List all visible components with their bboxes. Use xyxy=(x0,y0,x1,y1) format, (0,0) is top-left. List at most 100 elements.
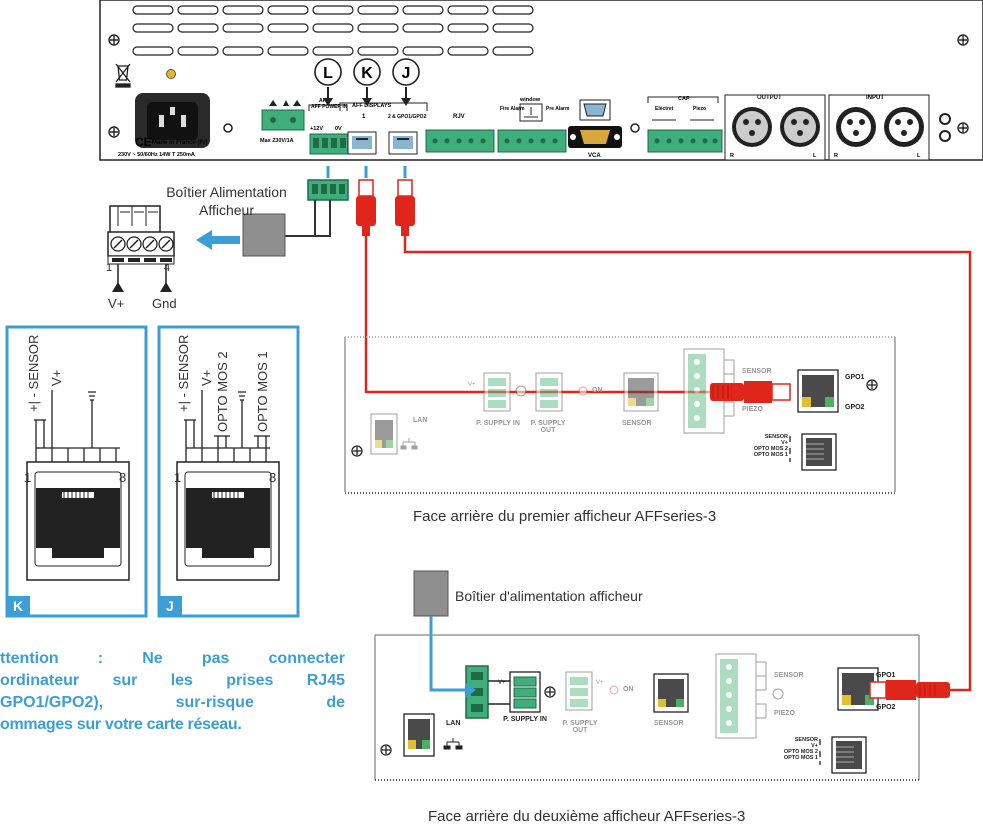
jack-k-pin-first: 1 xyxy=(24,470,32,485)
p1-sensor-label: SENSOR xyxy=(622,420,652,427)
ground-symbol-icon xyxy=(88,391,96,401)
vent-slots xyxy=(132,5,534,56)
jack-j-opto2-label: OPTO MOS 2 xyxy=(215,351,230,432)
red-rj45-plug-panel-2 xyxy=(869,680,950,700)
jack-k-sensor-text: SENSOR xyxy=(26,334,41,390)
p1-lan-label: LAN xyxy=(413,417,428,424)
p2-supply-in-label: P. SUPPLY IN xyxy=(503,716,547,723)
power-rating-label: 230V ~ 50/60Hz 14W T 250mA xyxy=(118,152,195,158)
xlr-input-r xyxy=(836,107,876,147)
vca-label: VCA xyxy=(588,153,601,159)
rj45-aff-display-2 xyxy=(388,131,418,155)
warning-line-1: ttention : Ne pas connecter xyxy=(0,650,345,667)
p2-legend-sensor: SENSOR xyxy=(794,737,818,743)
p1-legend-sensor: SENSOR xyxy=(764,434,788,440)
xlr-input-l xyxy=(884,107,924,147)
pin-12v-label: +12V xyxy=(310,126,323,132)
arrow-right-icon xyxy=(466,683,476,697)
pin-arrow-icons xyxy=(112,282,172,292)
aff-power-in: AFF AFF POWER IN +12V 0V xyxy=(308,98,349,155)
knob-icon-2 xyxy=(939,130,951,142)
jack-j-pin-first: 1 xyxy=(174,470,182,485)
badge-l: L xyxy=(314,58,342,106)
badge-j: J xyxy=(392,58,420,106)
red-cable-j xyxy=(403,226,972,692)
made-in-label: Made in France (Fr) xyxy=(152,140,207,146)
input-l-label: L xyxy=(917,153,921,159)
input-label: INPUT xyxy=(866,95,884,101)
jack-j-sensor-text: SENSOR xyxy=(176,334,191,390)
badge-k-letter: K xyxy=(361,65,373,82)
power-box-top xyxy=(242,213,286,257)
arrow-left-icon xyxy=(196,230,212,250)
power-box-top-label-line2: Afficheur xyxy=(199,202,254,218)
p1-supply-in-label: P. SUPPLY IN xyxy=(476,420,520,427)
red-rj45-plug-k xyxy=(356,179,376,236)
aff-display-port-2-label: 2 & GPO1/GPO2 xyxy=(388,114,427,120)
jack-j-opto1-label: OPTO MOS 1 xyxy=(255,351,270,432)
p1-on-label: ON xyxy=(592,387,603,394)
p1-legend-vplus: V+ xyxy=(781,440,788,446)
led-indicator-icon xyxy=(166,69,176,79)
rj45-aff-display-1 xyxy=(347,131,377,155)
xlr-output-r xyxy=(732,107,772,147)
red-cable-k xyxy=(364,236,736,394)
fire-alarm-label: Fire Alarm xyxy=(500,106,525,112)
cap-label: CAP xyxy=(678,96,690,102)
relay-max-label: Max 230V/1A xyxy=(260,138,294,144)
p2-legend-opto1: OPTO MOS 1 xyxy=(783,755,818,761)
ground-stud-icon xyxy=(223,123,233,133)
terminal-gnd: Gnd xyxy=(152,296,177,311)
jack-k xyxy=(5,325,148,618)
ground-symbol-icon-j xyxy=(238,391,246,401)
p1-gpo1-label: GPO1 xyxy=(845,374,865,381)
p1-supply-out-label: P. SUPPLY OUT xyxy=(530,420,566,434)
terminal-v-plus: V+ xyxy=(108,296,125,311)
aff-power-label-1: AFF xyxy=(319,98,329,104)
warning-line-2: ordinateur sur les prises RJ45 xyxy=(0,672,345,689)
p2-gpo2-label: GPO2 xyxy=(876,704,896,711)
p2-gpo1-label: GPO1 xyxy=(876,672,896,679)
xlr-output-l xyxy=(780,107,820,147)
relay-terminal: Max 230V/1A xyxy=(260,100,305,144)
p2-on-label: ON xyxy=(623,686,634,693)
badge-l-letter: L xyxy=(323,65,333,82)
amplifier-rear-panel: CE Made in France (Fr) 230V ~ 50/60Hz 14… xyxy=(99,0,983,161)
iec-power-socket xyxy=(135,93,210,148)
jack-k-sensor-label: +| - SENSOR xyxy=(26,334,41,412)
window-label: window xyxy=(519,97,541,103)
jack-k-pin-last: 8 xyxy=(119,470,127,485)
badge-k: K xyxy=(353,58,381,106)
power-box-bottom xyxy=(413,570,449,617)
badge-j-letter: J xyxy=(402,65,411,82)
p2-vplus-out-label: V+ xyxy=(596,680,604,686)
ce-mark: CE xyxy=(135,135,152,149)
jack-j-sensor-label: +| - SENSOR xyxy=(176,334,191,412)
p2-vplus-label: V+ xyxy=(498,680,506,686)
power-plug-bottom xyxy=(465,665,489,719)
caption-second-display: Face arrière du deuxième afficheur AFFse… xyxy=(428,808,746,825)
p2-lan-label: LAN xyxy=(446,720,461,727)
p2-sensor-legend: SENSOR V+ OPTO MOS 2 OPTO MOS 1 xyxy=(776,737,818,761)
panel-screw-icons xyxy=(108,34,969,138)
ground-stud-icon-2 xyxy=(630,123,640,133)
piezo-label-amp: Piezo xyxy=(693,106,706,112)
power-box-top-label-line1: Boîtier Alimentation xyxy=(166,184,287,200)
p2-legend-vplus: V+ xyxy=(811,743,818,749)
pre-alarm-label: Pre Alarm xyxy=(546,106,570,112)
terminal-pin-last: 4 xyxy=(164,262,171,274)
warning-text: ttention : Ne pas connecter ordinateur s… xyxy=(0,648,345,736)
knob-icon xyxy=(939,113,951,125)
warning-line-3: GPO1/GPO2), sur-risque de xyxy=(0,694,345,711)
p1-sensor-legend: SENSOR V+ OPTO MOS 2 OPTO MOS 1 xyxy=(748,434,788,458)
input-r-label: R xyxy=(834,153,838,159)
p1-vplus-label: V+ xyxy=(468,382,476,388)
display-panel-1 xyxy=(344,336,896,494)
jack-j-letter: J xyxy=(166,598,174,614)
p1-piezo-label: PIEZO xyxy=(742,406,764,413)
cap-terminal xyxy=(647,129,723,153)
output-r-label: R xyxy=(730,153,734,159)
vca-db9-connector: VCA xyxy=(568,99,622,159)
p2-supply-out-label: P. SUPPLY OUT xyxy=(562,720,598,734)
terminal-pin-first: 1 xyxy=(106,262,113,274)
